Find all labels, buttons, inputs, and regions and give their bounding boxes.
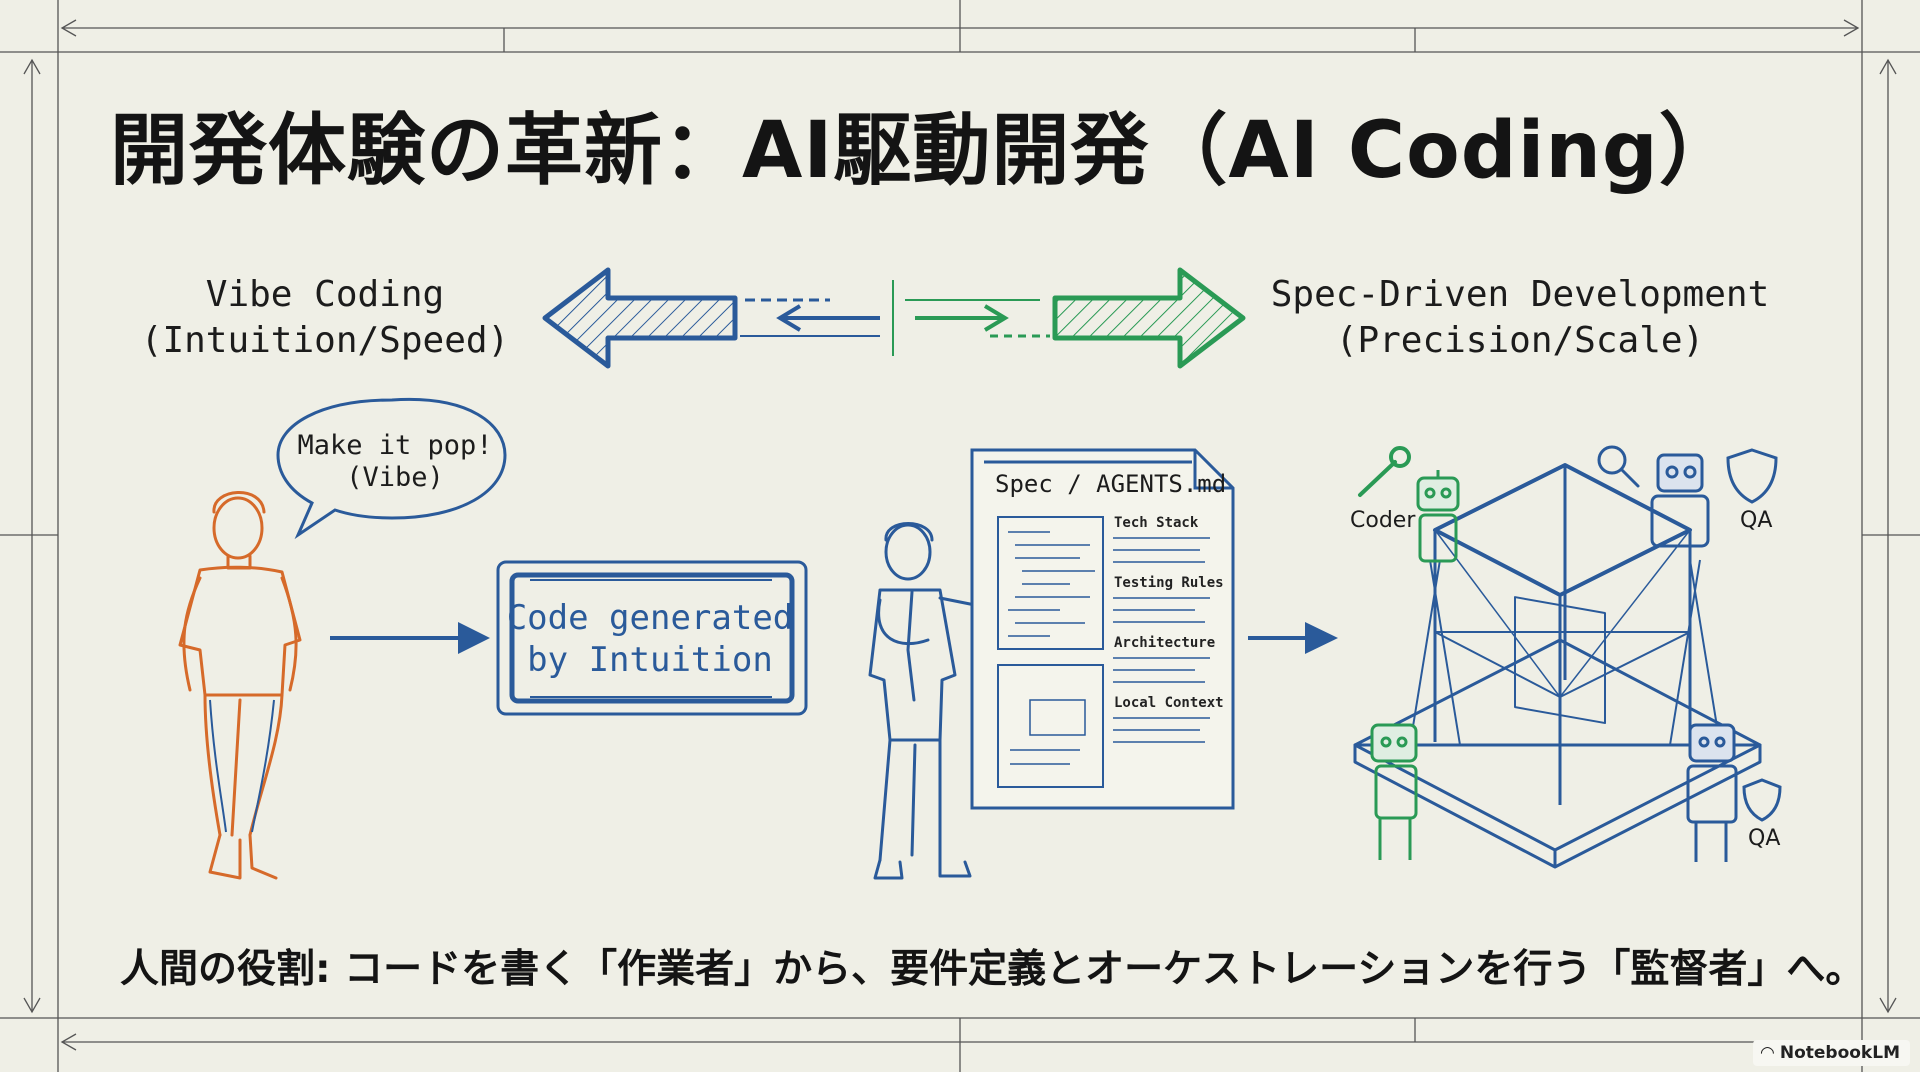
notebooklm-badge-text: NotebookLM (1779, 1043, 1900, 1063)
notebooklm-logo-icon: ◠ (1760, 1043, 1780, 1063)
bottom-message: 人間の役割: コードを書く「作業者」から、要件定義とオーケストレーションを行う「… (120, 947, 1865, 992)
spec-section-local-context: Local Context (1114, 695, 1224, 711)
coder-robot-icon (1416, 470, 1460, 563)
code-box-line-1: Code generated (506, 598, 794, 638)
shield-icon-bottom (1742, 778, 1782, 822)
spec-driven-title: Spec-Driven Development (1270, 274, 1770, 315)
spec-section-testing-rules: Testing Rules (1114, 575, 1224, 591)
qa-robot-top-icon (1650, 453, 1710, 548)
magnifier-icon (1597, 445, 1640, 488)
spec-document-title: Spec / AGENTS.md (995, 470, 1227, 498)
shield-icon-top (1726, 448, 1778, 504)
spectrum-arrow (542, 267, 1246, 369)
code-box-frame (496, 560, 808, 716)
spec-section-architecture: Architecture (1114, 635, 1216, 651)
vibe-developer-figure (178, 491, 302, 880)
spec-section-tech-stack: Tech Stack (1114, 515, 1199, 531)
builder-robot-green-icon (1370, 723, 1418, 860)
spec-document (970, 448, 1235, 810)
vibe-developer-jeans (209, 699, 275, 833)
qa-label-bottom: QA (1748, 826, 1781, 851)
vibe-coding-title: Vibe Coding (205, 274, 445, 315)
speech-line-1: Make it pop! (297, 430, 493, 461)
page-title: 開発体験の革新：AI駆動開発（AI Coding） (110, 106, 1738, 196)
speech-bubble (276, 397, 507, 540)
wrench-icon (1358, 446, 1411, 497)
spec-driven-label: Spec-Driven Development (Precision/Scale… (1240, 272, 1800, 364)
spec-developer-figure (868, 522, 1036, 880)
code-box-text: Code generated by Intuition (505, 597, 795, 681)
notebooklm-badge: ◠ NotebookLM (1752, 1040, 1910, 1066)
flow-arrow-2 (1248, 622, 1338, 654)
speech-bubble-text: Make it pop! (Vibe) (285, 430, 505, 494)
builder-robot-blue-icon (1686, 723, 1738, 862)
vibe-coding-subtitle: (Intuition/Speed) (140, 320, 510, 361)
vibe-coding-label: Vibe Coding (Intuition/Speed) (110, 272, 540, 364)
code-box-line-2: by Intuition (527, 640, 773, 680)
qa-label-top: QA (1740, 508, 1773, 533)
speech-line-2: (Vibe) (346, 462, 444, 493)
spec-driven-subtitle: (Precision/Scale) (1335, 320, 1705, 361)
coder-label: Coder (1350, 508, 1416, 533)
flow-arrow-1 (330, 622, 490, 654)
